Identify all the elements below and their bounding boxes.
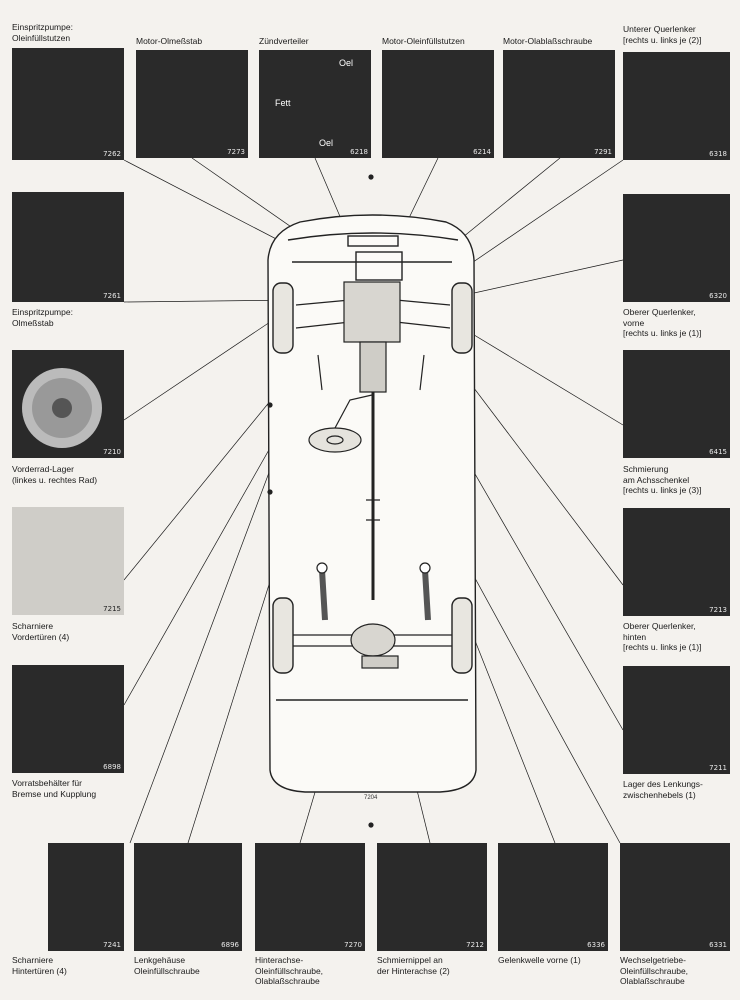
label-injection-pump-oil-filler: Einspritzpumpe: Oleinfüllstutzen (12, 22, 73, 43)
photo-number: 6415 (709, 448, 727, 456)
photo-number: 7215 (103, 605, 121, 613)
label-upper-control-arm-rear: Oberer Querlenker, hinten [rechts u. lin… (623, 621, 702, 652)
photo-number: 7291 (594, 148, 612, 156)
photo-number: 6318 (709, 150, 727, 158)
photo-number: 6896 (221, 941, 239, 949)
photo-number: 7270 (344, 941, 362, 949)
photo-number: 7211 (709, 764, 727, 772)
label-front-wheel-bearing: Vorderrad-Lager (linkes u. rechtes Rad) (12, 464, 98, 485)
label-rear-door-hinges: Scharniere Hintertüren (4) (12, 955, 67, 976)
photo-number: 7210 (103, 448, 121, 456)
photo-number: 7261 (103, 292, 121, 300)
label-steering-box: Lenkgehäuse Oleinfüllschraube (134, 955, 200, 976)
photo-text-fett: Fett (275, 98, 291, 108)
label-engine-oil-drain: Motor-Olablaßschraube (503, 36, 593, 46)
leader-line (123, 317, 277, 421)
label-lower-control-arm: Unterer Querlenker [rechts u. links je (… (623, 24, 702, 45)
label-rear-axle-grease-nipple: Schmiernippel an der Hinterachse (2) (377, 955, 450, 976)
photo-text-oel-top: Oel (339, 58, 354, 68)
photo-number: 6336 (587, 941, 605, 949)
photo-engine-dipstick: 7273 (136, 50, 248, 158)
photo-number: 7273 (227, 148, 245, 156)
leader-line (445, 317, 624, 426)
photo-brake-clutch-reservoir: 6898 (12, 665, 124, 773)
photo-injection-pump-oil-filler: 7262 (12, 48, 124, 160)
label-upper-control-arm-front: Oberer Querlenker, vorne [rechts u. link… (623, 307, 702, 338)
photo-gearbox-filler: 6331 (620, 843, 730, 951)
photo-distributor: Oel Fett Oel 6218 (259, 50, 371, 158)
photo-number: 7213 (709, 606, 727, 614)
photo-number: 7241 (103, 941, 121, 949)
photo-number: 6218 (350, 148, 368, 156)
label-rear-axle-filler: Hinterachse- Oleinfüllschraube, Olablaßs… (255, 955, 324, 986)
photo-text-oel-bottom: Oel (319, 138, 334, 148)
photo-front-propeller-shaft: 6336 (498, 843, 608, 951)
photo-steering-knuckle: 6415 (623, 350, 730, 458)
label-front-door-hinges: Scharniere Vordertüren (4) (12, 621, 70, 642)
label-front-propeller-shaft: Gelenkwelle vorne (1) (498, 955, 581, 965)
photo-number: 6320 (709, 292, 727, 300)
figure-number: 7204 (364, 795, 378, 801)
photo-lower-control-arm: 6318 (623, 52, 730, 160)
label-injection-pump-dipstick: Einspritzpumpe: Olmeßstab (12, 307, 73, 328)
photo-number: 6214 (473, 148, 491, 156)
label-engine-dipstick: Motor-Olmeßstab (136, 36, 203, 46)
photo-engine-oil-filler: 6214 (382, 50, 494, 158)
photo-rear-door-hinges: 7241 (48, 843, 124, 951)
label-distributor: Zündverteiler (259, 36, 309, 46)
photo-upper-control-arm-rear: 7213 (623, 508, 730, 616)
photo-front-wheel-bearing: 7210 (12, 350, 124, 458)
photo-front-door-hinges: 7215 (12, 507, 124, 615)
photo-number: 7212 (466, 941, 484, 949)
photo-rear-axle-filler: 7270 (255, 843, 365, 951)
photo-number: 6898 (103, 763, 121, 771)
photo-engine-oil-drain: 7291 (503, 50, 615, 158)
label-steering-knuckle: Schmierung am Achsschenkel [rechts u. li… (623, 464, 702, 495)
label-gearbox-filler: Wechselgetriebe- Oleinfüllschraube, Olab… (620, 955, 689, 986)
label-brake-clutch-reservoir: Vorratsbehälter für Bremse und Kupplung (12, 778, 97, 799)
photo-upper-control-arm-front: 6320 (623, 194, 730, 302)
photo-injection-pump-dipstick: 7261 (12, 192, 124, 302)
photo-number: 7262 (103, 150, 121, 158)
brake-disc-illustration (22, 368, 102, 448)
photo-steering-box: 6896 (134, 843, 242, 951)
photo-steering-idler-arm: 7211 (623, 666, 730, 774)
label-engine-oil-filler: Motor-Oleinfüllstutzen (382, 36, 465, 46)
photo-rear-axle-grease-nipple: 7212 (377, 843, 487, 951)
label-steering-idler-arm: Lager des Lenkungs- zwischenhebels (1) (623, 779, 703, 800)
photo-number: 6331 (709, 941, 727, 949)
